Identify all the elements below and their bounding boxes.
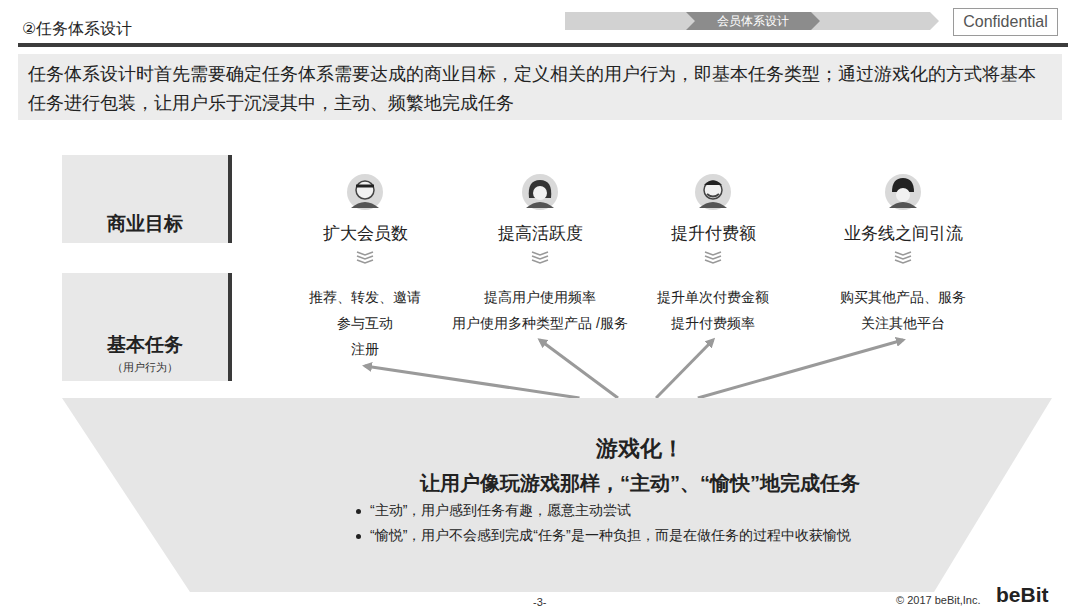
goal-title: 扩大会员数 — [323, 222, 408, 245]
copyright-note: © 2017 beBit,Inc. — [896, 594, 981, 606]
task-list: 推荐、转发、邀请参与互动注册 — [305, 284, 425, 362]
node-text: 提升付费频率 — [657, 310, 769, 336]
breadcrumb-segment — [565, 12, 699, 30]
intro-banner: 任务体系设计时首先需要确定任务体系需要达成的商业目标，定义相关的用户行为，即基本… — [18, 54, 1062, 120]
node-text: 任务体系设计时首先需要确定任务体系需要达成的商业目标，定义相关的用户行为，即基本… — [28, 60, 1052, 118]
chevron-mark — [357, 252, 911, 263]
node-text: 提升单次付费金额 — [657, 284, 769, 310]
bullet-dot — [356, 534, 361, 539]
goal-title: 提高活跃度 — [498, 222, 583, 245]
confidential-box: Confidential — [953, 8, 1058, 36]
node-text: 推荐、转发、邀请 — [309, 284, 421, 310]
row-header-box: 商业目标 — [62, 155, 232, 243]
head-figure — [210, 428, 300, 548]
avatar-icon — [522, 174, 558, 210]
node-text: 提高用户使用频率 — [452, 284, 628, 310]
node-text: 关注其他平台 — [840, 310, 966, 336]
task-list: 提高用户使用频率用户使用多种类型产品 /服务 — [448, 284, 632, 336]
arrow-connector — [365, 366, 580, 398]
node-text: Confidential — [963, 13, 1048, 31]
node-text: 让用户像玩游戏那样，“主动”、“愉快”地完成任务 — [320, 470, 960, 497]
node-text: 商业目标 — [107, 211, 183, 237]
node-text: 参与互动 — [309, 310, 421, 336]
node-text: 基本任务 — [107, 332, 183, 358]
arrow-connector — [540, 340, 618, 398]
task-list: 提升单次付费金额提升付费频率 — [653, 284, 773, 336]
node-text: 购买其他产品、服务 — [840, 284, 966, 310]
gamification-band: 游戏化！ 让用户像玩游戏那样，“主动”、“愉快”地完成任务 “主动”，用户感到任务有… — [62, 398, 1052, 592]
page-number: -3- — [533, 596, 546, 608]
task-list: 购买其他产品、服务关注其他平台 — [836, 284, 970, 336]
node-text: 会员体系设计 — [717, 13, 789, 30]
row-header-box: 基本任务 （用户行为） — [62, 273, 232, 381]
avatar-icon — [347, 174, 383, 210]
brand-logo: beBit — [996, 583, 1049, 607]
goal-title: 业务线之间引流 — [844, 222, 963, 245]
bullet-dot — [356, 509, 361, 514]
breadcrumb-segment — [686, 12, 824, 30]
node-text: 游戏化！ — [330, 434, 950, 464]
header-rule — [18, 43, 1068, 47]
node-text: “愉悦”，用户不会感到完成“任务”是一种负担，而是在做任务的过程中收获愉悦 — [370, 527, 851, 545]
node-text: 用户使用多种类型产品 /服务 — [452, 310, 628, 336]
breadcrumb-current: 会员体系设计 — [690, 12, 815, 31]
node-text: 注册 — [309, 336, 421, 362]
breadcrumb-segment — [811, 12, 939, 30]
page-title: ②任务体系设计 — [22, 19, 132, 40]
node-text: “主动”，用户感到任务有趣，愿意主动尝试 — [370, 502, 631, 520]
arrow-connector — [656, 340, 713, 398]
arrow-connector — [698, 340, 903, 398]
goal-title: 提升付费额 — [671, 222, 756, 245]
band-shape — [62, 398, 1052, 592]
node-text: （用户行为） — [112, 360, 178, 375]
avatar-icon — [885, 174, 921, 210]
band-fill — [62, 398, 1052, 592]
avatar-icon — [695, 174, 731, 210]
